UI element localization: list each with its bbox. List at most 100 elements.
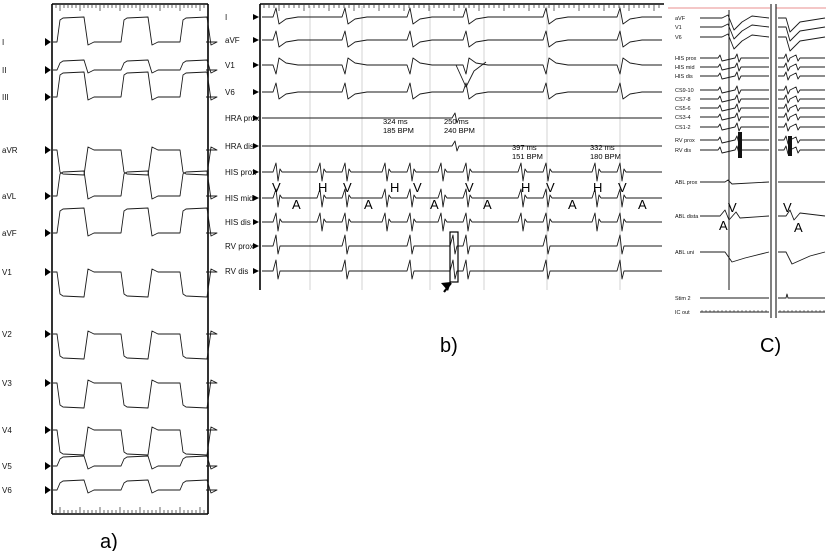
lead-label-his-dis: HIS dis (675, 74, 693, 80)
ecg-trace-v1 (53, 268, 218, 298)
map-trace-cs1-2-right (778, 122, 825, 132)
lead-label-avl: aVL (2, 192, 17, 201)
annotation-v: V (618, 180, 627, 195)
stim-artifact (738, 132, 742, 158)
panel-b-measurements: 324 ms 185 BPM 250 ms 240 BPM 397 ms 151… (383, 117, 621, 161)
ecg-trace-avr (53, 146, 218, 176)
lead-marker (253, 195, 259, 201)
lead-marker (45, 93, 51, 101)
lead-marker (45, 426, 51, 434)
lead-label-v4: V4 (2, 426, 12, 435)
interval-bpm-3: 151 BPM (512, 152, 543, 161)
annotation-a: A (719, 218, 728, 233)
annotation-v: V (546, 180, 555, 195)
lead-marker (45, 486, 51, 494)
lead-label-avf: aVF (675, 16, 686, 22)
lead-label-cs3-4: CS3-4 (675, 115, 691, 121)
lead-marker (253, 89, 259, 95)
lead-label-his-mid: HIS mid (675, 65, 695, 71)
panel-b-annotations: V H V H V V H V H V A A A A A A (272, 180, 647, 212)
egm-trace-v1 (262, 57, 662, 88)
lead-marker (45, 146, 51, 154)
map-trace-cs3-4 (700, 112, 769, 122)
ecg-trace-i (53, 16, 218, 46)
lead-label-stim-2: Stim 2 (675, 296, 691, 302)
lead-label-v2: V2 (2, 330, 12, 339)
lead-label-v6: V6 (675, 35, 682, 41)
lead-label-ic-out: IC out (675, 310, 690, 316)
map-trace-abl-uni-right (778, 251, 826, 265)
lead-marker (253, 243, 259, 249)
egm-trace-rv-prox (262, 234, 662, 255)
ecg-trace-iii (53, 71, 218, 101)
ecg-trace-v6 (53, 479, 218, 494)
lead-label-v1: V1 (2, 268, 12, 277)
lead-label-abl-prox: ABL prox (675, 180, 698, 186)
lead-label-cs5-6: CS5-6 (675, 106, 691, 112)
lead-label-abl-dista: ABL dista (675, 214, 699, 220)
lead-label-v5: V5 (2, 462, 12, 471)
lead-label-cs1-2: CS1-2 (675, 125, 691, 131)
annotation-a: A (364, 197, 373, 212)
lead-marker (45, 66, 51, 74)
map-trace-v6-right (778, 36, 826, 52)
ecg-trace-v4 (53, 426, 218, 456)
annotation-v: V (783, 200, 792, 215)
ecg-trace-v3 (53, 379, 218, 409)
lead-marker (253, 143, 259, 149)
panel-b-time-ticks (263, 5, 660, 11)
map-trace-v6 (700, 33, 770, 50)
ecg-trace-avl (53, 170, 218, 200)
lead-label-rv-prox: RV prox (225, 242, 254, 251)
egm-trace-his-prox (262, 162, 662, 182)
lead-marker (45, 229, 51, 237)
lead-marker (45, 330, 51, 338)
annotation-h: H (318, 180, 327, 195)
lead-label-rv-dis: RV dis (225, 267, 248, 276)
annotation-v: V (343, 180, 352, 195)
lead-label-his-prox: HIS prox (675, 56, 697, 62)
map-trace-his-prox-right (778, 53, 825, 63)
interval-bpm-1: 185 BPM (383, 126, 414, 135)
stim-artifact-right (788, 136, 792, 156)
lead-label-cs9-10: CS9-10 (675, 88, 694, 94)
lead-label-avf: aVF (225, 36, 240, 45)
map-trace-v1-right (778, 26, 826, 42)
annotation-a: A (794, 220, 803, 235)
interval-bpm-4: 180 BPM (590, 152, 621, 161)
annotation-a: A (568, 197, 577, 212)
annotation-h: H (521, 180, 530, 195)
annotation-a: A (430, 197, 439, 212)
lead-marker (45, 462, 51, 470)
egm-trace-avf (262, 30, 662, 48)
ecg-trace-v2 (53, 330, 218, 360)
lead-label-ii: II (2, 66, 6, 75)
lead-label-v6: V6 (225, 88, 235, 97)
lead-label-avf: aVF (2, 229, 17, 238)
lead-label-rv-prox: RV prox (675, 138, 695, 144)
panel-a-time-ticks-top (55, 5, 205, 11)
annotation-v: V (272, 180, 281, 195)
lead-label-abl-uni: ABL uni (675, 250, 694, 256)
annotation-a: A (638, 197, 647, 212)
map-trace-abl-dista (700, 209, 770, 221)
annotation-h: H (390, 180, 399, 195)
annotation-a: A (292, 197, 301, 212)
lead-label-cs7-8: CS7-8 (675, 97, 691, 103)
map-trace-rv-dis (700, 145, 769, 155)
panel-b-grid-lines (309, 6, 621, 290)
lead-marker (253, 14, 259, 20)
lead-marker (45, 268, 51, 276)
lead-label-hra-dis: HRA dis (225, 142, 254, 151)
egm-trace-hra-dis (262, 140, 662, 152)
map-trace-abl-prox (700, 179, 770, 185)
egm-trace-his-mid (262, 188, 662, 208)
map-trace-cs3-4-right (778, 112, 825, 122)
lead-label-his-dis: HIS dis (225, 218, 251, 227)
map-trace-rv-dis-right (778, 145, 825, 155)
map-trace-cs5-6 (700, 103, 769, 113)
map-trace-cs7-8-right (778, 94, 825, 104)
